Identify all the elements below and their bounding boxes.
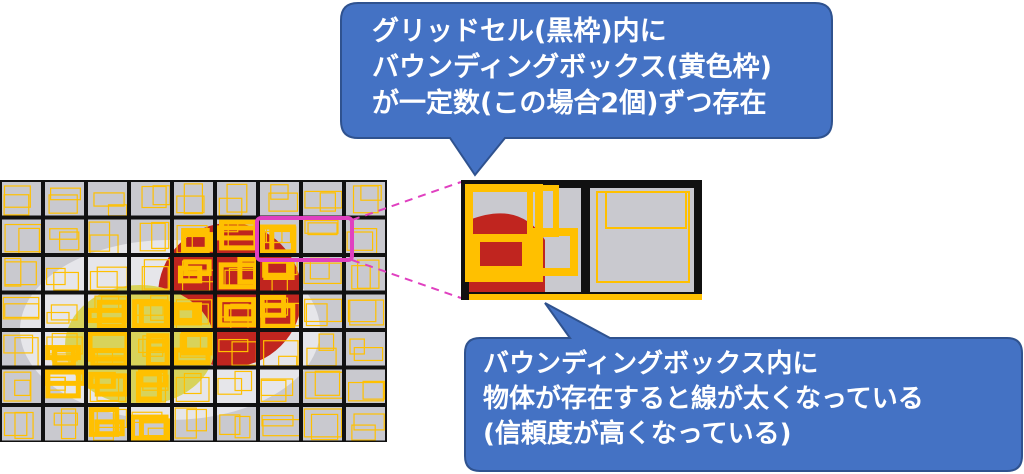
bounding-box-thin [60, 408, 77, 440]
bounding-box-thin [3, 371, 32, 402]
bounding-box-thin [260, 379, 287, 402]
callout-top-bubble [340, 2, 833, 177]
bounding-box-thin [59, 231, 80, 251]
bounding-box-thick [96, 299, 127, 329]
bounding-box-thin [3, 334, 34, 354]
bounding-box-thin [174, 407, 197, 439]
bounding-box-thin [218, 197, 243, 216]
bounding-box-thin [139, 222, 166, 252]
bounding-box-thick [86, 307, 130, 323]
bounding-box-thin [268, 192, 299, 212]
highlighted-cells [255, 216, 354, 262]
bounding-box-thin [304, 298, 343, 323]
bounding-box-thick [86, 330, 130, 362]
bounding-box-thin [261, 414, 294, 427]
bounding-box-thin [346, 231, 374, 251]
bounding-box-thin [217, 377, 243, 395]
bounding-box-thin [53, 412, 78, 426]
bounding-box-thin [318, 333, 335, 351]
callout-bottom-line-1: バウンディングボックス内に [483, 349, 819, 379]
bounding-box-thick [173, 347, 211, 366]
bounding-box-thin [305, 303, 328, 327]
bounding-box-thick [183, 259, 212, 277]
bounding-box-thin [175, 376, 210, 402]
bounding-box-thin [234, 370, 253, 392]
bounding-box-thick [88, 407, 120, 437]
bounding-box-thin [226, 183, 248, 213]
bounding-box-thin [183, 183, 204, 215]
bounding-box-thick [135, 371, 162, 402]
callout-top-line-1: グリッドセル(黒枠)内に [372, 16, 667, 47]
bounding-box-thin [151, 221, 170, 249]
bounding-box-thick [90, 347, 129, 368]
bounding-box-thin [303, 262, 342, 285]
bounding-box-thin [307, 222, 338, 236]
bounding-box-thick [52, 347, 76, 368]
connector-top [351, 181, 462, 221]
bounding-box-thick [259, 224, 296, 255]
bounding-box-thin [303, 408, 343, 438]
bounding-box-thick [181, 331, 213, 356]
bounding-box-thin [49, 228, 78, 240]
zoom-cell-right [590, 188, 694, 292]
bounding-box-thin [348, 381, 385, 402]
bounding-box-thin [186, 408, 207, 432]
bounding-box-thin [310, 413, 339, 441]
connector-bottom [351, 259, 462, 299]
bounding-box-thin [46, 311, 70, 324]
callout-bottom-line-2: 物体が存在すると線が太くなっている [483, 384, 924, 414]
callout-bottom-bubble [464, 302, 1023, 472]
bounding-box-thin [143, 259, 171, 290]
callout-bottom-text: バウンディングボックス内に 物体が存在すると線が太くなっている (信頼度が高くな… [483, 347, 924, 452]
bounding-box-thin [319, 192, 336, 212]
bounding-box-thin [218, 338, 249, 353]
bounding-box-thin [234, 415, 251, 439]
bounding-box-thin [351, 424, 376, 441]
bounding-box-thin [304, 219, 339, 234]
bounding-box-thin [362, 380, 385, 400]
callout-top-line-3: が一定数(この場合2個)ずつ存在 [372, 88, 767, 119]
bounding-box-thin [176, 195, 205, 214]
bounding-box-thin [3, 194, 30, 216]
bounding-box-thin [270, 184, 289, 200]
bounding-box-thin [89, 270, 118, 291]
bounding-box-thick [260, 303, 296, 329]
callout-bottom-line-3: (信頼度が高くなっている) [483, 419, 792, 449]
bounding-box-thick [130, 414, 169, 441]
bounding-box-thin [46, 267, 66, 286]
bounding-box-thin [353, 413, 385, 431]
bounding-box-thin [314, 370, 341, 396]
bounding-box-thin [88, 221, 111, 252]
bounding-box-thick [88, 371, 116, 389]
bounding-box-thin [183, 372, 202, 395]
zoomed-cells [461, 180, 702, 300]
bounding-box-thin [349, 299, 385, 326]
bounding-box-thin [349, 338, 365, 355]
bounding-box-thin [53, 271, 79, 291]
bounding-box-thin [49, 187, 81, 201]
bounding-box-thin [3, 412, 28, 437]
callout-top-text: グリッドセル(黒枠)内に バウンディングボックス(黄色枠) が一定数(この場合2… [372, 14, 772, 122]
callout-top-line-2: バウンディングボックス(黄色枠) [372, 52, 772, 83]
bounding-box-thin [14, 379, 31, 397]
bounding-box-thin [2, 296, 40, 320]
bounding-box-thin [219, 414, 241, 436]
bounding-box-thin [304, 190, 343, 209]
grid-lines [0, 180, 387, 442]
bounding-box-thin [356, 259, 380, 289]
bounding-box-thick [145, 338, 170, 368]
bounding-box-thick [181, 232, 215, 252]
bounding-box-thin [360, 184, 382, 201]
bounding-box-thin [141, 185, 167, 209]
bounding-box-thin [4, 257, 22, 287]
bounding-box-thin [48, 194, 78, 214]
bounding-box-thick [173, 302, 202, 326]
